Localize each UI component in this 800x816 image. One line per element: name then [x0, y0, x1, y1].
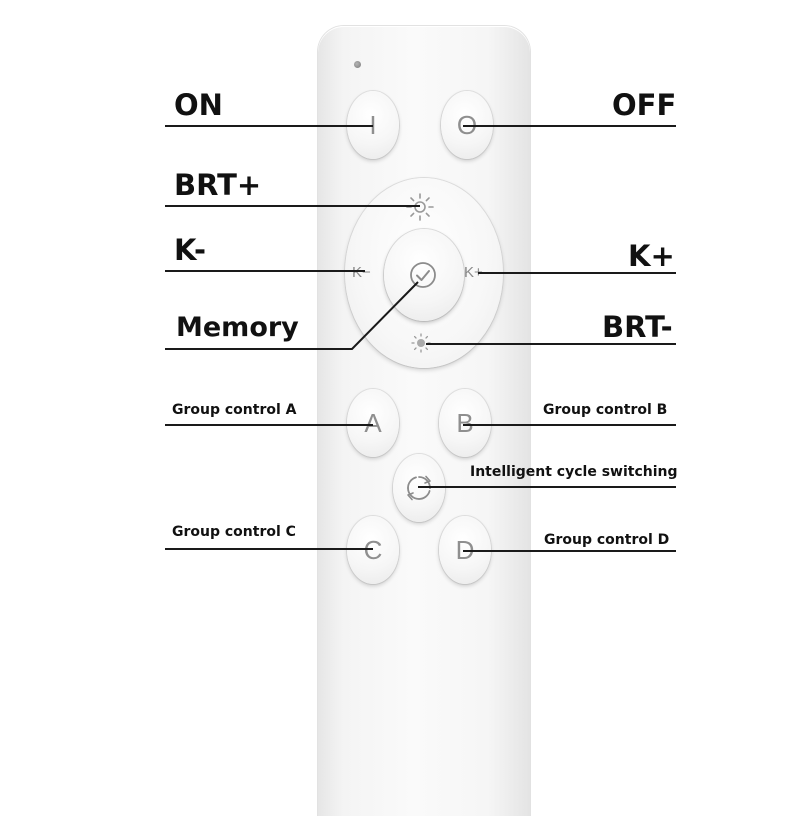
callout-group-b: Group control B — [543, 402, 668, 418]
off-leader-line — [463, 125, 676, 127]
callout-brt-plus: BRT+ — [174, 168, 262, 202]
group-d-glyph: D — [456, 535, 475, 566]
k-minus-button-label[interactable]: K− — [352, 264, 371, 281]
cycle-button[interactable] — [393, 454, 445, 522]
group-c-button[interactable]: C — [347, 516, 399, 584]
cycle-arrows-icon — [407, 475, 431, 501]
group-a-button[interactable]: A — [347, 389, 399, 457]
k-plus-leader-line — [478, 272, 676, 274]
cycle-leader-line — [418, 486, 676, 488]
indicator-led-icon — [354, 61, 361, 68]
callout-on: ON — [174, 88, 223, 122]
check-circle-icon — [410, 262, 436, 288]
on-leader-line — [165, 125, 373, 127]
callout-group-d: Group control D — [544, 532, 670, 548]
callout-group-a: Group control A — [172, 402, 297, 418]
group-c-glyph: C — [363, 534, 383, 565]
callout-k-minus: K- — [174, 233, 206, 267]
callout-memory: Memory — [176, 312, 299, 343]
memory-button[interactable] — [384, 229, 464, 321]
callout-brt-minus: BRT- — [602, 310, 673, 344]
callout-group-c: Group control C — [172, 524, 296, 540]
callout-k-plus: K+ — [628, 239, 675, 273]
k-plus-button-label[interactable]: K+ — [464, 264, 483, 281]
group-a-glyph: A — [364, 407, 382, 438]
callout-off: OFF — [612, 88, 677, 122]
brt-minus-leader-line — [426, 343, 676, 345]
group-a-leader-line — [165, 424, 373, 426]
on-glyph: I — [369, 110, 376, 141]
group-b-button[interactable]: B — [439, 389, 491, 457]
group-c-leader-line — [165, 548, 373, 550]
sun-large-icon[interactable] — [404, 191, 436, 223]
callout-cycle: Intelligent cycle switching — [470, 464, 678, 480]
sun-small-icon[interactable] — [410, 332, 432, 354]
group-b-glyph: B — [456, 407, 474, 438]
brt-plus-leader-line — [165, 205, 420, 207]
group-b-leader-line — [463, 424, 676, 426]
group-d-leader-line — [463, 550, 676, 552]
k-minus-leader-line — [165, 270, 365, 272]
off-glyph: O — [456, 109, 478, 140]
